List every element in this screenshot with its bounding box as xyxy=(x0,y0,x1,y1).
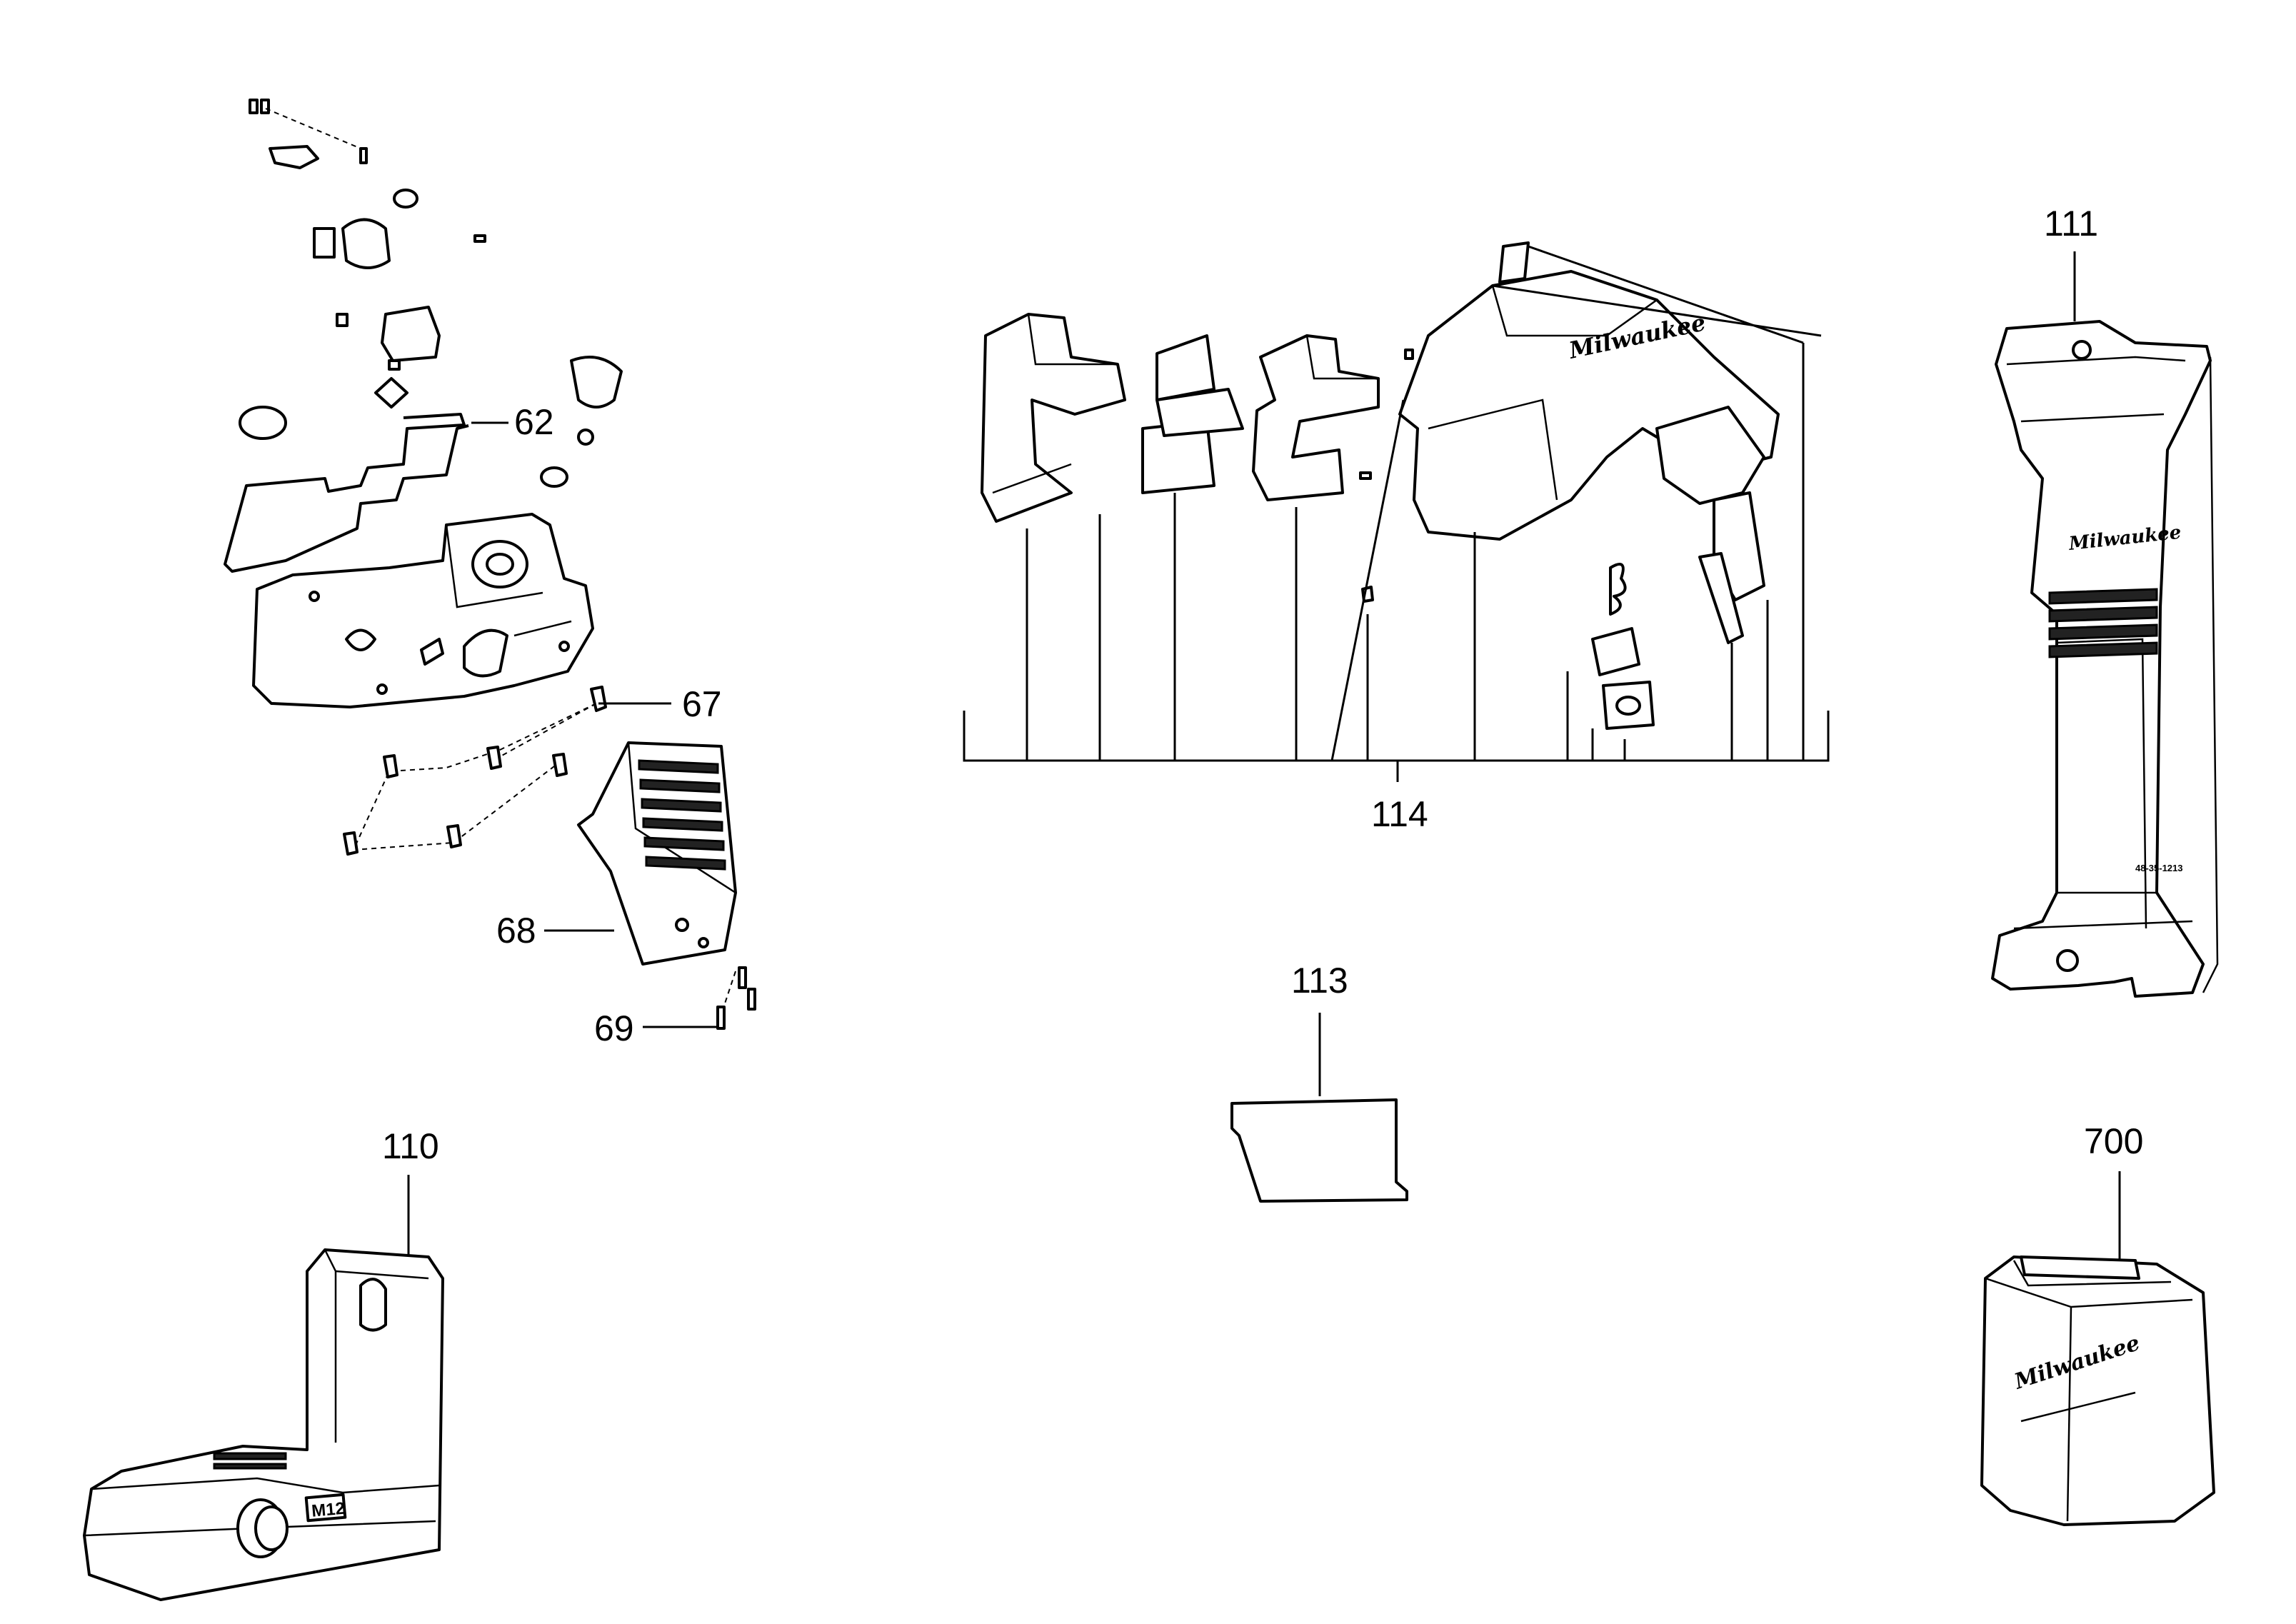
bracket-part-number: 48-35-1213 xyxy=(2135,863,2183,873)
battery-mark: M12 xyxy=(311,1499,346,1521)
callout-113: 113 xyxy=(1291,961,1348,1001)
callout-114: 114 xyxy=(1371,794,1428,834)
label-plate xyxy=(1230,1098,1408,1203)
callout-67: 67 xyxy=(682,684,722,724)
screws xyxy=(343,686,607,856)
callout-62: 62 xyxy=(514,402,554,442)
housing-kit-parts: Milwaukee xyxy=(981,241,1780,730)
bracket-grip-ribs xyxy=(2048,588,2158,658)
pins xyxy=(716,966,756,1030)
carrying-case: Milwaukee xyxy=(1980,1255,2215,1526)
internal-small-parts xyxy=(239,99,623,488)
callout-111: 111 xyxy=(2044,204,2098,244)
callout-700: 700 xyxy=(2084,1121,2143,1161)
base-grip-ribs xyxy=(213,1452,287,1470)
cover-grip-ribs xyxy=(638,759,726,871)
callout-69: 69 xyxy=(594,1008,634,1048)
l-bracket-base: M12 xyxy=(83,1248,444,1601)
callout-110: 110 xyxy=(382,1126,439,1166)
laser-housing xyxy=(252,513,594,708)
leader-114-lines xyxy=(963,245,1830,782)
rubber-cover xyxy=(577,741,737,966)
mounting-bracket: Milwaukee 48-35-1213 xyxy=(1991,320,2219,998)
gasket xyxy=(224,413,469,573)
callout-68: 68 xyxy=(496,911,536,951)
